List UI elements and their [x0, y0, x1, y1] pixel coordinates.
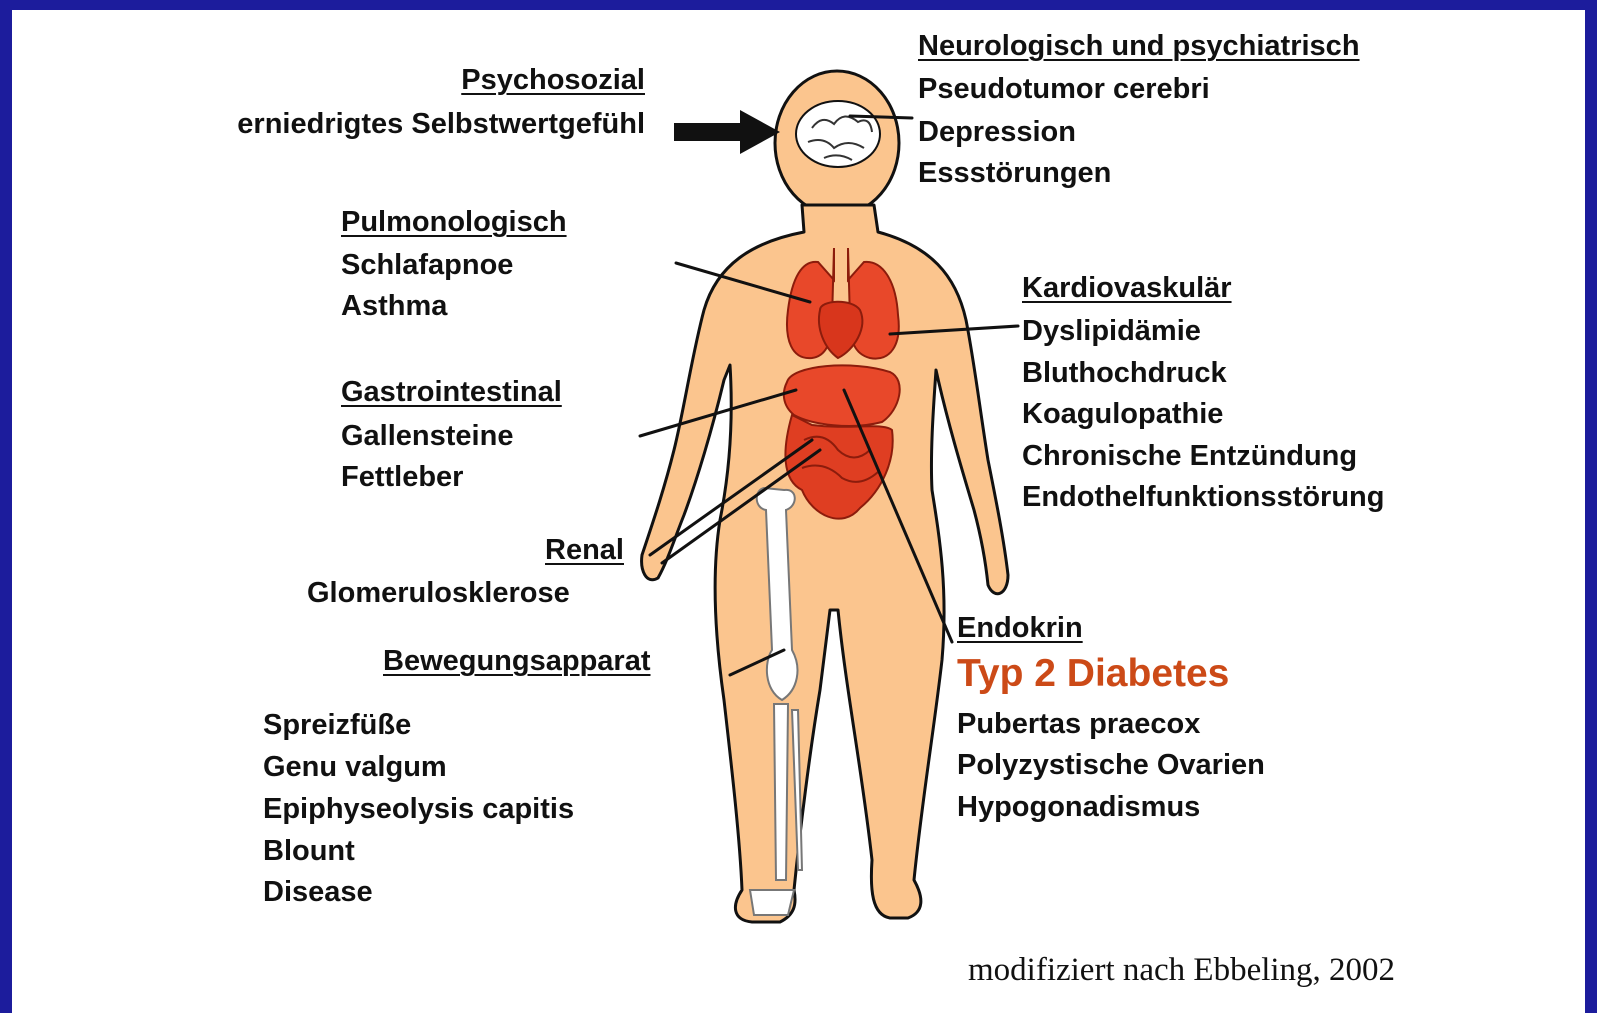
musculoskeletal-item: Epiphyseolysis capitis — [263, 795, 574, 824]
cardio-item: Bluthochdruck — [1022, 359, 1227, 388]
brain-icon — [796, 101, 880, 167]
musculoskeletal-item: Spreizfüße — [263, 711, 411, 740]
musculoskeletal-item: Blount — [263, 837, 355, 866]
gastro-item: Gallensteine — [341, 422, 513, 451]
musculoskeletal-heading: Bewegungsapparat — [383, 647, 651, 676]
pulmonary-item: Schlafapnoe — [341, 251, 513, 280]
gastro-heading: Gastrointestinal — [341, 378, 562, 407]
musculoskeletal-item: Disease — [263, 878, 373, 907]
renal-heading: Renal — [545, 536, 624, 565]
arrow-icon — [674, 110, 780, 154]
neuro-item: Pseudotumor cerebri — [918, 75, 1210, 104]
endocrine-item: Pubertas praecox — [957, 710, 1200, 739]
endocrine-item: Hypogonadismus — [957, 793, 1200, 822]
diabetes-highlight: Typ 2 Diabetes — [957, 654, 1229, 693]
cardio-heading: Kardiovaskulär — [1022, 274, 1232, 303]
neuro-item: Depression — [918, 118, 1076, 147]
endocrine-item: Polyzystische Ovarien — [957, 751, 1265, 780]
diagram-panel: Psychosozial erniedrigtes Selbstwertgefü… — [12, 10, 1585, 1013]
gastro-item: Fettleber — [341, 463, 463, 492]
musculoskeletal-item: Genu valgum — [263, 753, 447, 782]
psychosocial-item: erniedrigtes Selbstwertgefühl — [237, 110, 645, 139]
neuro-item: Essstörungen — [918, 159, 1111, 188]
pulmonary-heading: Pulmonologisch — [341, 208, 567, 237]
cardio-item: Dyslipidämie — [1022, 317, 1201, 346]
psychosocial-heading: Psychosozial — [461, 66, 645, 95]
neuro-heading: Neurologisch und psychiatrisch — [918, 32, 1360, 61]
cardio-item: Chronische Entzündung — [1022, 442, 1357, 471]
pulmonary-item: Asthma — [341, 292, 447, 321]
endocrine-heading: Endokrin — [957, 614, 1083, 643]
cardio-item: Endothelfunktionsstörung — [1022, 483, 1384, 512]
cardio-item: Koagulopathie — [1022, 400, 1223, 429]
source-credit: modifiziert nach Ebbeling, 2002 — [968, 954, 1395, 987]
renal-item: Glomerulosklerose — [307, 579, 570, 608]
